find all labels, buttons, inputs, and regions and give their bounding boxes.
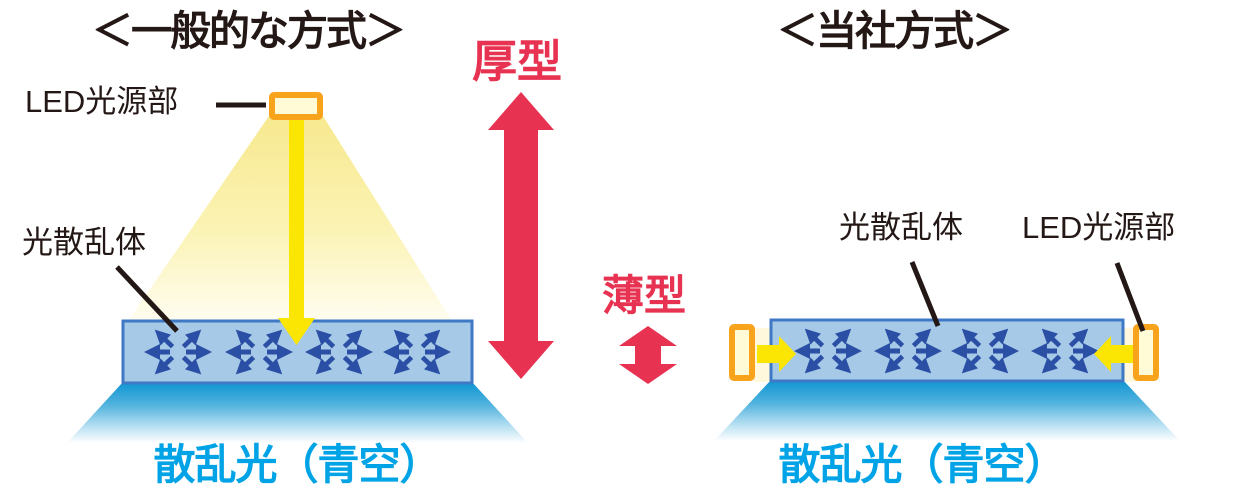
led-beam-arrow-icon [278, 116, 315, 345]
scattered-light-glow-right [714, 380, 1180, 441]
scatterer-label-left: 光散乱体 [22, 225, 146, 260]
led-source-label-left: LED光源部 [25, 84, 179, 119]
left-diagram-title: ＜一般的な方式＞ [92, 8, 406, 54]
scattered-light-label-right: 散乱光（青空） [778, 441, 1066, 488]
led-source-box-left [269, 92, 323, 120]
scatterer-panel-right [769, 318, 1125, 383]
thickness-double-arrow-icon [488, 92, 554, 379]
edge-light-arrow-left-icon [757, 336, 796, 372]
right-diagram-title: ＜当社方式＞ [777, 8, 1013, 54]
scatterer-leader-line-right [909, 261, 941, 327]
led-source-box-right-left [729, 324, 755, 381]
scatterer-label-right: 光散乱体 [839, 210, 963, 245]
edge-light-arrow-right-icon [1094, 336, 1133, 372]
led-leader-line-right [1114, 262, 1146, 332]
scattered-light-glow-left [67, 382, 528, 443]
led-source-label-right: LED光源部 [1022, 210, 1176, 245]
thickness-label: 厚型 [472, 36, 563, 87]
led-source-box-right-right [1133, 324, 1159, 381]
scattered-light-label-left: 散乱光（青空） [153, 441, 441, 488]
scatterer-leader-line-left [115, 265, 179, 333]
thinness-label: 薄型 [602, 272, 687, 319]
thinness-double-arrow-icon [619, 326, 677, 384]
